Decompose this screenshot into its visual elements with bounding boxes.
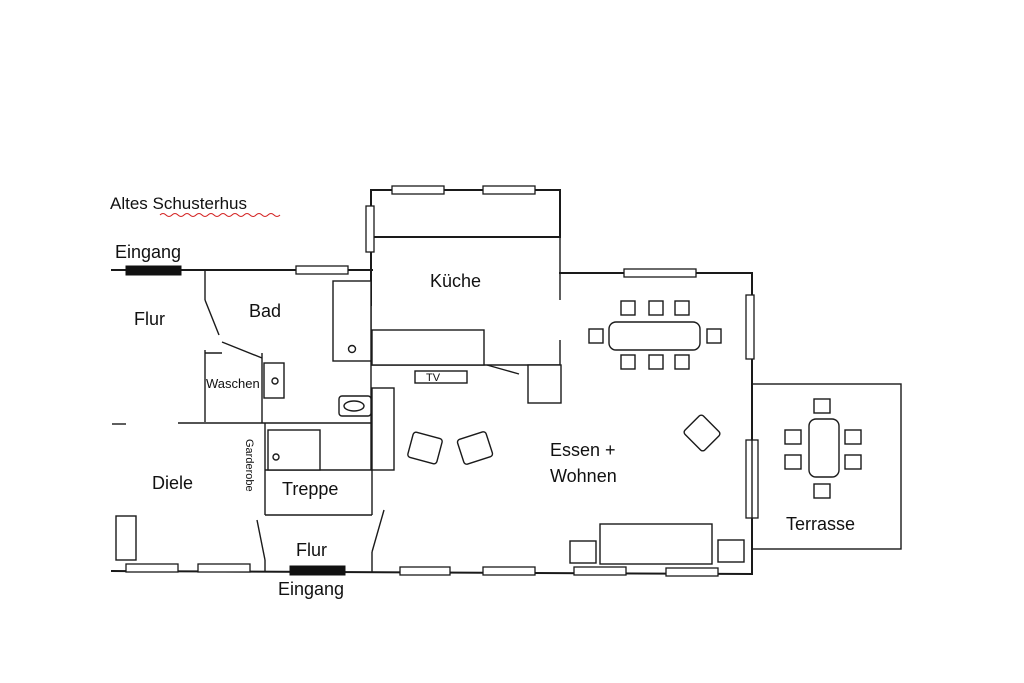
label-terrasse: Terrasse bbox=[786, 514, 855, 534]
label-garderobe: Garderobe bbox=[243, 439, 255, 492]
label-essen: Essen + bbox=[550, 440, 616, 460]
tv-stand bbox=[414, 370, 468, 384]
label-treppe: Treppe bbox=[282, 479, 338, 499]
label-eingang-top: Eingang bbox=[115, 242, 181, 262]
terrace-table-group bbox=[784, 398, 862, 499]
plan-title: Altes Schusterhus bbox=[110, 194, 247, 213]
label-bad: Bad bbox=[249, 301, 281, 321]
sofa-group bbox=[569, 523, 745, 565]
label-kueche: Küche bbox=[430, 271, 481, 291]
bath-fixtures bbox=[263, 280, 395, 471]
label-wohnen: Wohnen bbox=[550, 466, 617, 486]
armchairs bbox=[407, 414, 721, 465]
label-tv: TV bbox=[426, 372, 441, 384]
label-diele: Diele bbox=[152, 473, 193, 493]
entrance-top-marker bbox=[125, 265, 182, 276]
diele-cabinet bbox=[115, 515, 137, 561]
label-waschen: Waschen bbox=[206, 376, 260, 391]
label-eingang-bottom: Eingang bbox=[278, 579, 344, 599]
terrace-outline bbox=[751, 383, 902, 550]
dining-table-group bbox=[588, 300, 722, 370]
label-flur-top: Flur bbox=[134, 309, 165, 329]
label-flur-bottom: Flur bbox=[296, 540, 327, 560]
kitchen-furniture bbox=[371, 329, 562, 404]
entrance-bottom-marker bbox=[289, 565, 346, 576]
spellcheck-underline bbox=[159, 213, 281, 217]
